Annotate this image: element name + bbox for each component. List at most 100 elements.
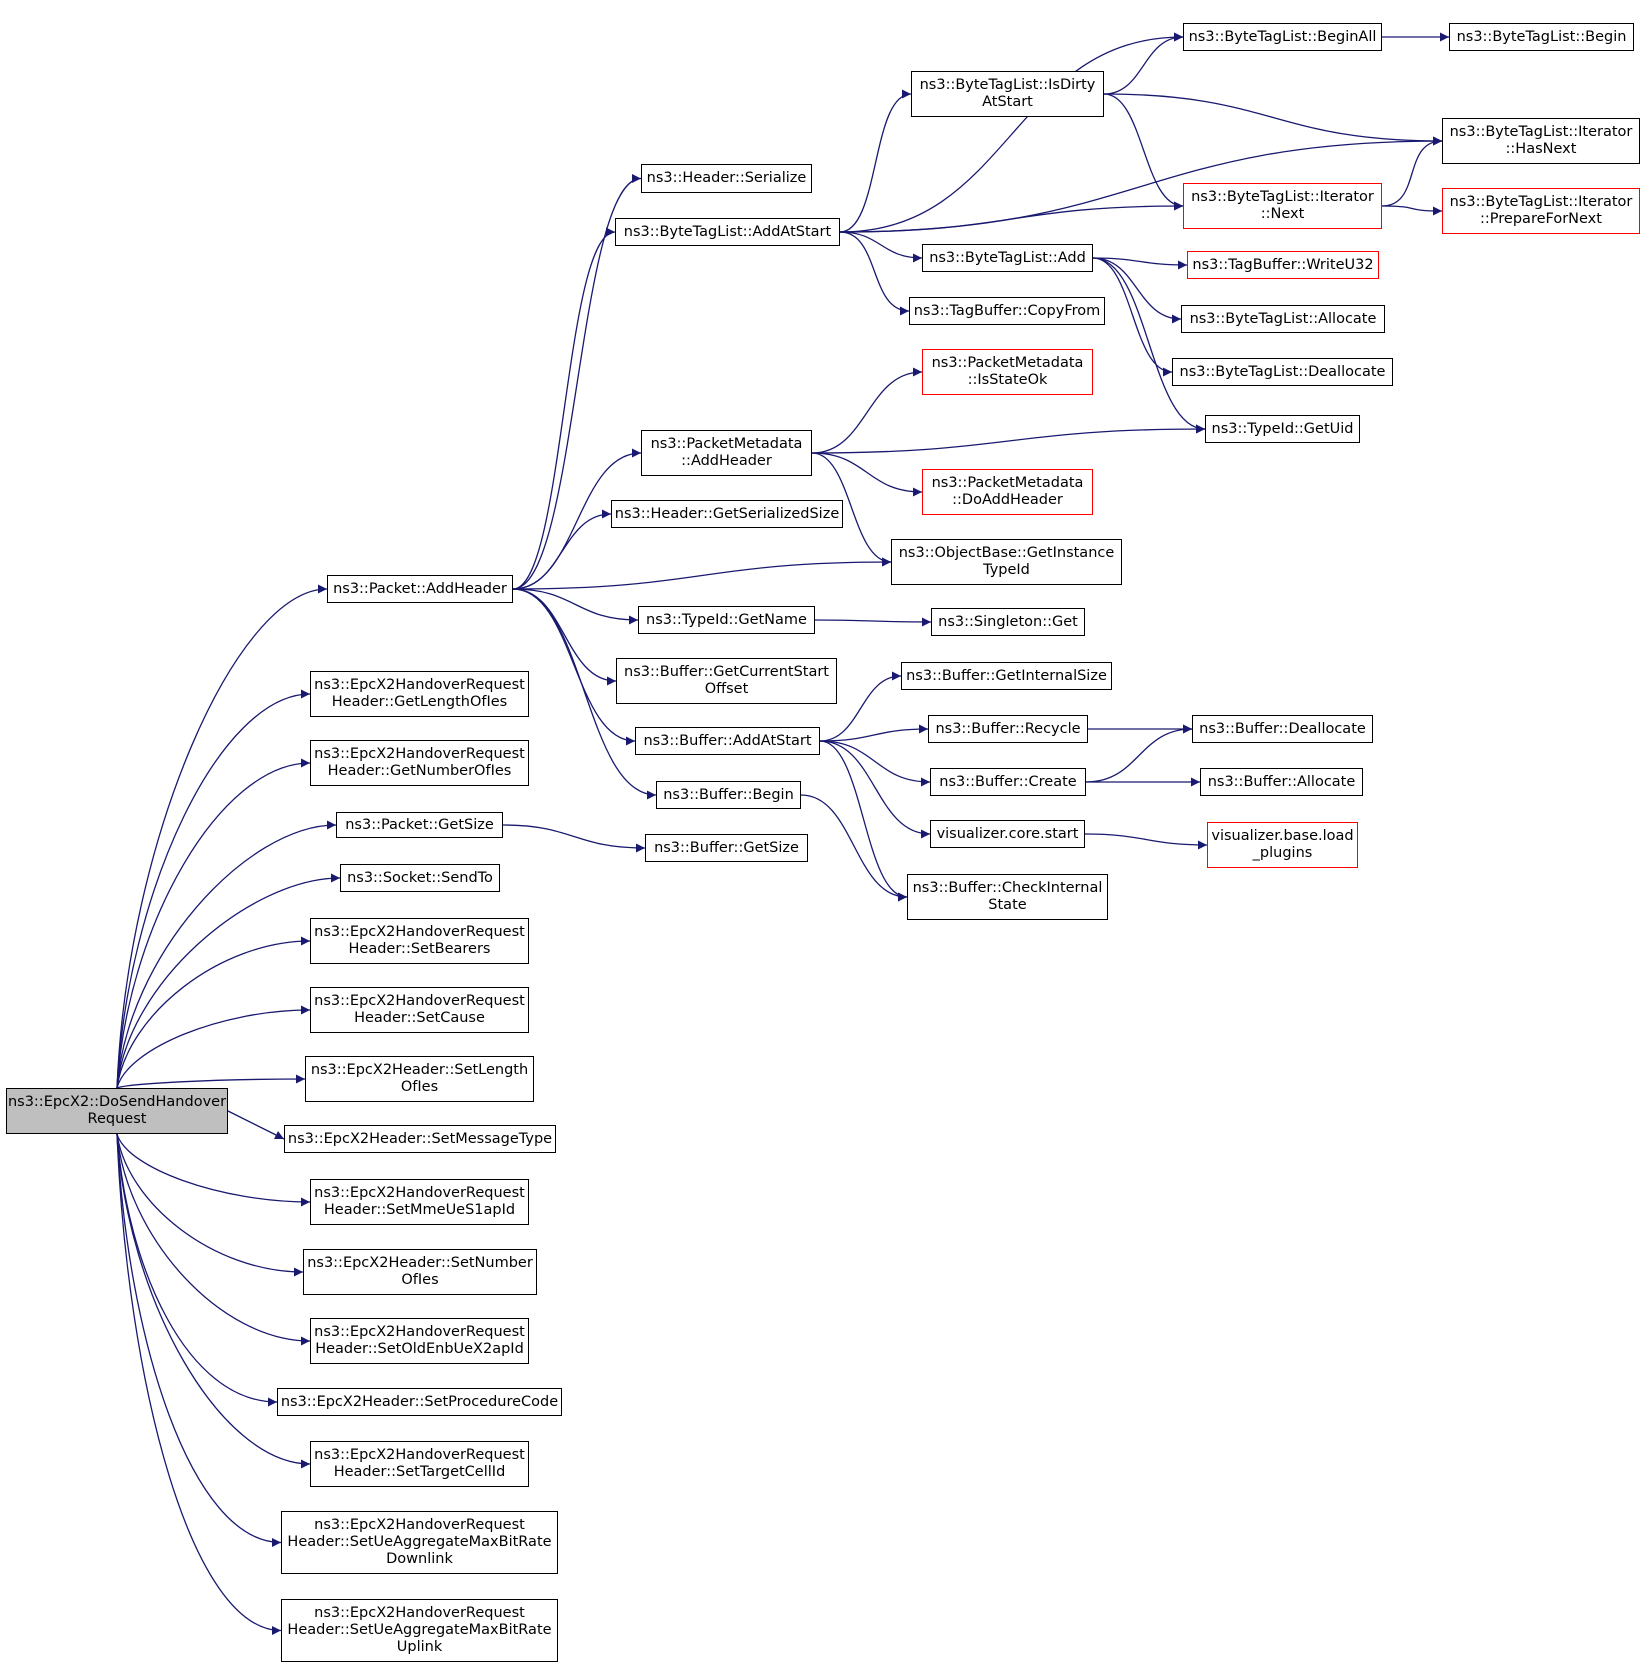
edge-bufaddatstart-to-bufrecycle xyxy=(819,724,929,742)
edge-bufaddatstart-to-bufgetintsize xyxy=(819,671,902,742)
node-bufcreate[interactable]: ns3::Buffer::Create xyxy=(930,768,1086,796)
edges-layer xyxy=(116,32,1449,1635)
node-btldealloc[interactable]: ns3::ByteTagList::Deallocate xyxy=(1172,358,1393,386)
edge-addheader-to-btladdatstart xyxy=(512,227,616,590)
node-pmaddheader[interactable]: ns3::PacketMetadata ::AddHeader xyxy=(641,430,812,476)
node-vizcorestart[interactable]: visualizer.core.start xyxy=(930,820,1085,848)
edge-btladdatstart-to-btlbeginall xyxy=(839,32,1184,233)
edge-bufcreate-to-bufdealloc xyxy=(1085,724,1193,783)
node-setbearers[interactable]: ns3::EpcX2HandoverRequest Header::SetBea… xyxy=(310,918,529,964)
node-pmisstateok[interactable]: ns3::PacketMetadata ::IsStateOk xyxy=(922,349,1093,395)
edge-root-to-setbearers xyxy=(116,936,311,1089)
edge-btladdatstart-to-btlitnext xyxy=(839,201,1184,233)
node-setueaggul[interactable]: ns3::EpcX2HandoverRequest Header::SetUeA… xyxy=(281,1599,558,1662)
node-bufcheckint[interactable]: ns3::Buffer::CheckInternal State xyxy=(907,874,1108,920)
edge-btladdatstart-to-tbcopyfrom xyxy=(839,231,910,316)
node-btlitnext[interactable]: ns3::ByteTagList::Iterator ::Next xyxy=(1183,183,1382,229)
edge-vizcorestart-to-vizloadplugins xyxy=(1084,833,1208,850)
node-btlbeginall[interactable]: ns3::ByteTagList::BeginAll xyxy=(1183,23,1382,51)
edge-btladd-to-btlallocate xyxy=(1092,257,1182,324)
edge-btlitnext-to-btlithasnext xyxy=(1381,136,1443,207)
node-pktgetsize[interactable]: ns3::Packet::GetSize xyxy=(336,812,503,838)
node-objgetinsttid[interactable]: ns3::ObjectBase::GetInstance TypeId xyxy=(891,539,1122,585)
edge-root-to-setprocedurecode xyxy=(116,1133,278,1407)
edge-btlisdirty-to-btlithasnext xyxy=(1103,93,1443,146)
node-btladd[interactable]: ns3::ByteTagList::Add xyxy=(922,244,1093,272)
node-btlbegin[interactable]: ns3::ByteTagList::Begin xyxy=(1449,23,1634,51)
node-hdrserialize[interactable]: ns3::Header::Serialize xyxy=(641,164,812,193)
node-setprocedurecode[interactable]: ns3::EpcX2Header::SetProcedureCode xyxy=(277,1388,562,1416)
edge-addheader-to-bufbegin xyxy=(512,588,657,800)
edge-btlitnext-to-btlitprep xyxy=(1381,205,1443,216)
node-setnumberofies[interactable]: ns3::EpcX2Header::SetNumber OfIes xyxy=(303,1249,537,1295)
node-btlitprep[interactable]: ns3::ByteTagList::Iterator ::PrepareForN… xyxy=(1442,188,1640,234)
node-getlengthofies[interactable]: ns3::EpcX2HandoverRequest Header::GetLen… xyxy=(310,671,529,717)
node-addheader[interactable]: ns3::Packet::AddHeader xyxy=(327,575,513,603)
node-btlisdirty[interactable]: ns3::ByteTagList::IsDirty AtStart xyxy=(911,71,1104,117)
node-bufaddatstart[interactable]: ns3::Buffer::AddAtStart xyxy=(635,727,820,755)
edge-root-to-pktgetsize xyxy=(116,820,337,1089)
edge-pmaddheader-to-pmisstateok xyxy=(811,367,923,454)
node-sendto[interactable]: ns3::Socket::SendTo xyxy=(340,864,500,892)
node-bufallocate[interactable]: ns3::Buffer::Allocate xyxy=(1200,768,1363,796)
edge-root-to-sendto xyxy=(116,873,341,1089)
edge-bufaddatstart-to-bufcreate xyxy=(819,740,931,787)
edge-btladdatstart-to-btladd xyxy=(839,231,923,263)
node-setoldenbuex2apid[interactable]: ns3::EpcX2HandoverRequest Header::SetOld… xyxy=(310,1318,529,1364)
edge-root-to-getlengthofies xyxy=(116,689,311,1089)
node-typeidgetuid[interactable]: ns3::TypeId::GetUid xyxy=(1205,415,1360,443)
node-btlithasnext[interactable]: ns3::ByteTagList::Iterator ::HasNext xyxy=(1442,118,1640,164)
edge-pktgetsize-to-bufgetsize xyxy=(502,824,646,853)
node-setueaggdl[interactable]: ns3::EpcX2HandoverRequest Header::SetUeA… xyxy=(281,1511,558,1574)
node-setmmeues1apid[interactable]: ns3::EpcX2HandoverRequest Header::SetMme… xyxy=(310,1179,529,1225)
node-tbcopyfrom[interactable]: ns3::TagBuffer::CopyFrom xyxy=(909,297,1105,325)
edge-root-to-settargetcellid xyxy=(116,1133,311,1469)
node-btladdatstart[interactable]: ns3::ByteTagList::AddAtStart xyxy=(615,218,840,246)
edge-root-to-setueaggul xyxy=(116,1133,282,1635)
edge-addheader-to-bufgetcurstart xyxy=(512,588,617,686)
node-root[interactable]: ns3::EpcX2::DoSendHandover Request xyxy=(6,1088,228,1134)
edge-root-to-setcause xyxy=(116,1005,311,1089)
node-setmessagetype[interactable]: ns3::EpcX2Header::SetMessageType xyxy=(284,1125,556,1153)
node-typeidgetname[interactable]: ns3::TypeId::GetName xyxy=(638,606,815,634)
node-settargetcellid[interactable]: ns3::EpcX2HandoverRequest Header::SetTar… xyxy=(310,1441,529,1487)
edge-btladdatstart-to-btlisdirty xyxy=(839,89,912,233)
node-bufbegin[interactable]: ns3::Buffer::Begin xyxy=(656,781,801,809)
node-getnumberofies[interactable]: ns3::EpcX2HandoverRequest Header::GetNum… xyxy=(310,740,529,786)
node-vizloadplugins[interactable]: visualizer.base.load _plugins xyxy=(1207,822,1358,868)
node-setcause[interactable]: ns3::EpcX2HandoverRequest Header::SetCau… xyxy=(310,987,529,1033)
node-pmdoaddheader[interactable]: ns3::PacketMetadata ::DoAddHeader xyxy=(922,469,1093,515)
edge-btlisdirty-to-btlitnext xyxy=(1103,93,1184,211)
edge-root-to-setnumberofies xyxy=(116,1133,304,1277)
edge-pmaddheader-to-objgetinsttid xyxy=(811,452,892,567)
node-bufgetintsize[interactable]: ns3::Buffer::GetInternalSize xyxy=(901,662,1112,690)
edge-bufbegin-to-bufcheckint xyxy=(800,794,908,902)
node-bufrecycle[interactable]: ns3::Buffer::Recycle xyxy=(928,715,1088,743)
node-hdrgetsersize[interactable]: ns3::Header::GetSerializedSize xyxy=(611,500,843,528)
edge-bufaddatstart-to-bufcheckint xyxy=(819,740,908,902)
edge-addheader-to-objgetinsttid xyxy=(512,557,892,590)
edge-root-to-addheader xyxy=(116,584,328,1089)
edge-btladd-to-btldealloc xyxy=(1092,257,1173,377)
edge-root-to-getnumberofies xyxy=(116,758,311,1089)
edge-typeidgetname-to-singletonget xyxy=(814,617,932,627)
edge-root-to-setmessagetype xyxy=(227,1110,285,1140)
edge-pmaddheader-to-pmdoaddheader xyxy=(811,452,923,497)
node-bufgetsize[interactable]: ns3::Buffer::GetSize xyxy=(645,834,808,862)
edge-root-to-setlengthofies xyxy=(116,1074,306,1089)
node-setlengthofies[interactable]: ns3::EpcX2Header::SetLength OfIes xyxy=(305,1056,534,1102)
edge-addheader-to-hdrgetsersize xyxy=(512,509,612,590)
edge-btladd-to-tbwriteu32 xyxy=(1092,257,1188,270)
node-tbwriteu32[interactable]: ns3::TagBuffer::WriteU32 xyxy=(1187,251,1379,279)
edge-root-to-setmmeues1apid xyxy=(116,1133,311,1207)
edge-addheader-to-hdrserialize xyxy=(512,174,642,590)
edge-root-to-setueaggdl xyxy=(116,1133,282,1547)
node-singletonget[interactable]: ns3::Singleton::Get xyxy=(931,608,1085,636)
edge-pmaddheader-to-typeidgetuid xyxy=(811,424,1206,454)
edge-root-to-setoldenbuex2apid xyxy=(116,1133,311,1346)
node-bufdealloc[interactable]: ns3::Buffer::Deallocate xyxy=(1192,715,1373,743)
edge-addheader-to-typeidgetname xyxy=(512,588,639,625)
node-btlallocate[interactable]: ns3::ByteTagList::Allocate xyxy=(1181,305,1385,333)
node-bufgetcurstart[interactable]: ns3::Buffer::GetCurrentStart Offset xyxy=(616,658,837,704)
